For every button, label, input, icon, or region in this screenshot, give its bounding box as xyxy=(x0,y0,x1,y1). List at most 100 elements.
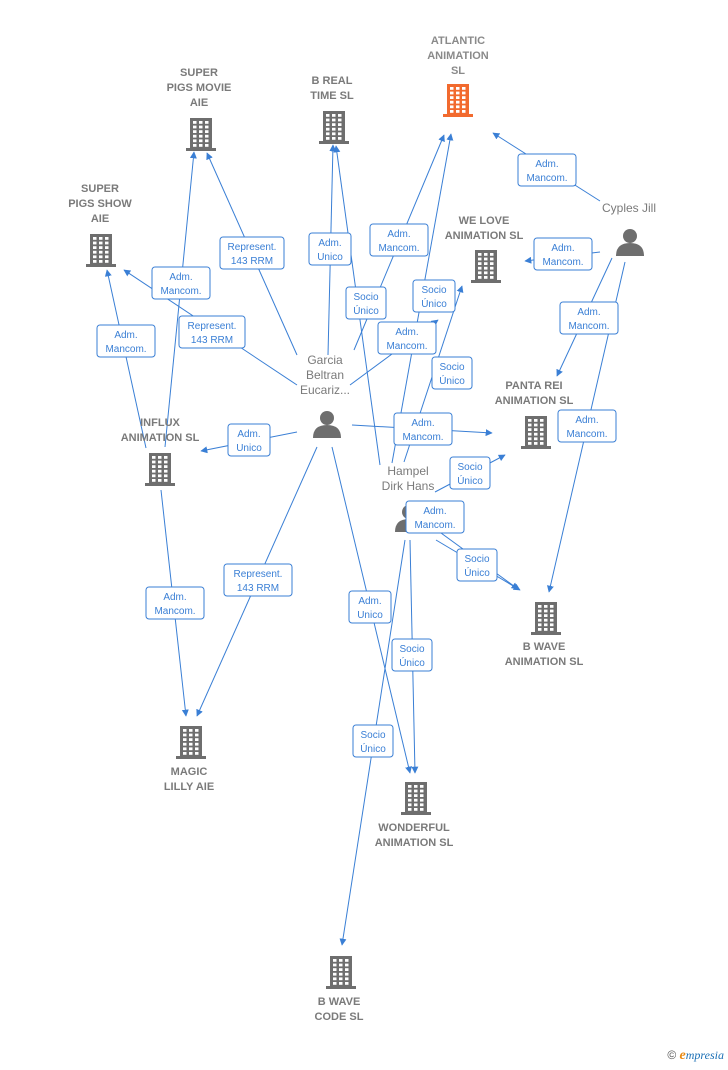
edge-label-text: Adm. xyxy=(577,307,600,318)
edge-label-cyples-to-atlantic: Adm.Mancom. xyxy=(517,153,577,187)
edge-label-garcia-to-welove: Adm.Mancom. xyxy=(377,321,437,355)
edge-label-text: Socio xyxy=(353,292,378,303)
person-icon xyxy=(313,411,341,438)
edge-label-text: 143 RRM xyxy=(191,335,233,346)
edge-label-text: Mancom. xyxy=(566,429,607,440)
node-label: B WAVE xyxy=(523,641,566,653)
edge-label-influx-to-magiclilly: Adm.Mancom. xyxy=(145,586,205,620)
edge-label-box xyxy=(369,223,429,257)
edge-label-text: 143 RRM xyxy=(237,583,279,594)
node-atlantic[interactable]: ATLANTIC ANIMATION SL xyxy=(427,35,489,117)
building-icon xyxy=(401,782,431,815)
node-label: PIGS MOVIE xyxy=(167,82,232,94)
edge-influx-to-superpigsshow xyxy=(104,269,147,449)
building-icon xyxy=(531,602,561,635)
node-label: MAGIC xyxy=(171,766,208,778)
edge-label-box xyxy=(308,232,352,266)
edge-label-text: Único xyxy=(399,656,425,669)
edge-label-box xyxy=(145,586,205,620)
edge-label-text: Adm. xyxy=(395,327,418,338)
edge-label-text: Adm. xyxy=(575,415,598,426)
node-label: ANIMATION SL xyxy=(121,432,200,444)
edge-label-box xyxy=(391,638,433,672)
edge-label-text: Adm. xyxy=(411,418,434,429)
node-label: Garcia xyxy=(307,353,343,367)
edge-label-text: Socio xyxy=(464,554,489,565)
node-label: B WAVE xyxy=(318,996,361,1008)
node-garcia[interactable]: GarciaBeltranEucariz... xyxy=(300,353,350,438)
edge-label-text: Represent. xyxy=(228,242,277,253)
edge-label-text: Adm. xyxy=(387,229,410,240)
node-label: WONDERFUL xyxy=(378,822,450,834)
edge-label-box xyxy=(533,237,593,271)
edge-label-garcia-to-breal: Adm. Unico xyxy=(308,232,352,266)
brand-logo-text: mpresia xyxy=(685,1048,724,1062)
node-label: ATLANTIC xyxy=(431,35,485,47)
edge-label-garcia-to-wonderful: Adm.Unico xyxy=(348,590,392,624)
edge-label-text: Adm. xyxy=(423,506,446,517)
edge-label-text: Mancom. xyxy=(526,173,567,184)
edge-label-box xyxy=(178,315,246,349)
edge-label-box xyxy=(517,153,577,187)
edge-label-box xyxy=(449,456,491,490)
edge-label-text: Represent. xyxy=(234,569,283,580)
edge-label-text: Mancom. xyxy=(105,344,146,355)
edge-label-text: Único xyxy=(439,374,465,387)
node-wonderful[interactable]: WONDERFUL ANIMATION SL xyxy=(375,782,454,849)
edge-label-garcia-to-superpigsmovie: Represent.143 RRM xyxy=(219,236,285,270)
node-bwaveanim[interactable]: B WAVE ANIMATION SL xyxy=(505,602,584,668)
node-label: ANIMATION xyxy=(427,50,489,62)
node-label: ANIMATION SL xyxy=(505,656,584,668)
node-label: Cyples Jill xyxy=(602,201,656,215)
node-label: ANIMATION SL xyxy=(375,837,454,849)
edge-label-text: Socio xyxy=(457,462,482,473)
edge-label-cyples-to-welove: Adm.Mancom. xyxy=(533,237,593,271)
node-label: Eucariz... xyxy=(300,383,350,397)
edge-label-box xyxy=(219,236,285,270)
building-icon xyxy=(326,956,356,989)
node-label: SL xyxy=(451,65,465,77)
person-icon xyxy=(616,229,644,256)
edge-label-text: Adm. xyxy=(237,429,260,440)
edge-labels-layer: Adm. Mancom. Adm. Mancom. Adm. Mancom. Adm. Man… xyxy=(96,153,619,758)
node-label: Dirk Hans xyxy=(382,479,435,493)
node-cyples[interactable]: Cyples Jill xyxy=(602,201,656,256)
edge-label-text: Socio xyxy=(421,285,446,296)
edge-label-text: Unico xyxy=(317,252,343,263)
edge-label-box xyxy=(227,423,271,457)
edge-label-box xyxy=(223,563,293,597)
edge-label-garcia-to-superpigsshow: Represent.143 RRM xyxy=(178,315,246,349)
edge-label-text: Mancom. xyxy=(414,520,455,531)
edge-label-box xyxy=(456,548,498,582)
edge-label-influx-to-superpigsshow: Adm. Mancom. xyxy=(96,324,156,358)
edge-label-text: Unico xyxy=(357,610,383,621)
edge-label-box xyxy=(348,590,392,624)
edge-label-box xyxy=(151,266,211,300)
node-label: PIGS SHOW xyxy=(68,198,132,210)
edge-label-garcia-to-influx: Adm.Unico xyxy=(227,423,271,457)
edge-label-text: Adm. xyxy=(114,330,137,341)
edge-label-text: Socio xyxy=(399,644,424,655)
edge-label-text: Mancom. xyxy=(568,321,609,332)
edge-label-box xyxy=(377,321,437,355)
building-icon xyxy=(471,250,501,283)
edge-label-text: Mancom. xyxy=(542,257,583,268)
edge-label-box xyxy=(405,500,465,534)
edge-label-text: Adm. xyxy=(318,238,341,249)
